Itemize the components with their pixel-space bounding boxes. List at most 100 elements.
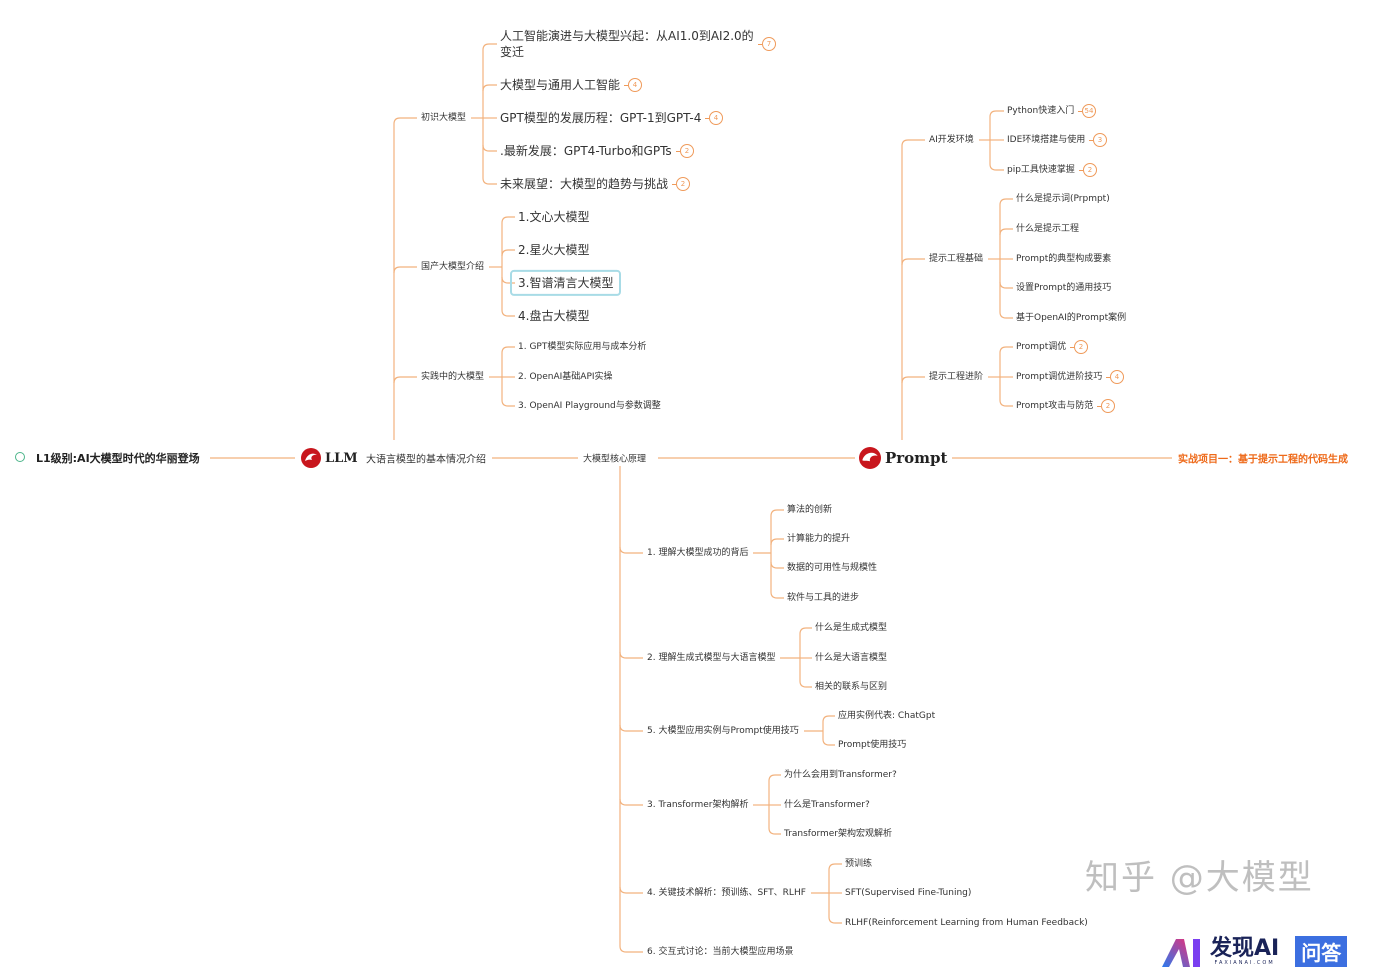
child-connector — [501, 216, 515, 224]
branch-node[interactable]: 4. 关键技术解析：预训练、SFT、RLHF — [647, 887, 806, 898]
child-node[interactable]: 未来展望：大模型的趋势与挑战 — [500, 176, 669, 191]
child-node[interactable]: GPT模型的发展历程：GPT-1到GPT-4 — [500, 110, 702, 125]
child-node[interactable]: 为什么会用到Transformer? — [784, 769, 897, 780]
child-node[interactable]: 什么是提示词(Prpmpt) — [1016, 193, 1110, 204]
llm-node[interactable]: 大语言模型的基本情况介绍 — [366, 454, 486, 466]
badge-connector — [705, 118, 709, 119]
child-connector — [989, 110, 1004, 118]
brand-ai-icon — [1162, 938, 1200, 967]
child-connector — [822, 715, 835, 723]
child-connector — [822, 738, 835, 746]
child-connector — [999, 311, 1013, 319]
count-badge[interactable]: 2 — [1074, 340, 1088, 354]
llm-logo[interactable]: LLM — [301, 448, 358, 468]
child-node[interactable]: 基于OpenAI的Prompt案例 — [1016, 312, 1127, 323]
child-connector — [999, 228, 1013, 236]
child-connector — [799, 680, 812, 688]
count-badge[interactable]: 2 — [1101, 399, 1115, 413]
child-node[interactable]: 人工智能演进与大模型兴起：从AI1.0到AI2.0的 变迁 — [500, 28, 754, 59]
child-node[interactable]: 2. OpenAI基础API实操 — [518, 371, 613, 382]
child-node[interactable]: pip工具快速掌握 — [1007, 164, 1075, 175]
child-node[interactable]: 应用实例代表: ChatGpt — [838, 710, 936, 721]
core-node[interactable]: 大模型核心原理 — [583, 454, 647, 465]
badge-connector — [1078, 111, 1082, 112]
child-connector — [501, 399, 515, 407]
branch-connector — [619, 886, 643, 894]
child-connector — [799, 627, 812, 635]
count-badge[interactable]: 4 — [628, 78, 642, 92]
child-connector — [482, 177, 497, 185]
child-node[interactable]: 3. OpenAI Playground与参数调整 — [518, 400, 661, 411]
count-badge[interactable]: 2 — [680, 144, 694, 158]
llm-logo-text: LLM — [325, 450, 358, 466]
branch-node[interactable]: 1. 理解大模型成功的背后 — [647, 547, 749, 558]
child-node[interactable]: 什么是提示工程 — [1016, 223, 1080, 234]
child-node-selected[interactable]: 3.智谱清言大模型 — [510, 269, 622, 297]
badge-connector — [1070, 347, 1074, 348]
branch-connector — [619, 798, 643, 806]
child-node[interactable]: 1.文心大模型 — [518, 209, 590, 224]
count-badge[interactable]: 4 — [1110, 370, 1124, 384]
child-node[interactable]: Python快速入门 — [1007, 105, 1075, 116]
child-node[interactable]: Prompt使用技巧 — [838, 739, 907, 750]
child-node[interactable]: 软件与工具的进步 — [787, 592, 860, 603]
branch-node[interactable]: AI开发环境 — [929, 134, 974, 145]
project-node[interactable]: 实战项目一：基于提示工程的代码生成 — [1178, 454, 1348, 466]
branch-node[interactable]: 实践中的大模型 — [421, 371, 485, 382]
branch-node[interactable]: 3. Transformer架构解析 — [647, 799, 749, 810]
child-connector — [768, 827, 781, 835]
badge-connector — [1106, 377, 1110, 378]
child-node[interactable]: 大模型与通用人工智能 — [500, 77, 621, 92]
child-node[interactable]: Transformer架构宏观解析 — [784, 828, 893, 839]
count-badge[interactable]: 2 — [1083, 163, 1097, 177]
child-node[interactable]: 相关的联系与区别 — [815, 681, 888, 692]
child-connector — [482, 84, 497, 92]
branch-node[interactable]: 提示工程基础 — [929, 253, 984, 264]
child-node[interactable]: 算法的创新 — [787, 504, 833, 515]
root-status-icon — [15, 452, 25, 462]
branch-node[interactable]: 2. 理解生成式模型与大语言模型 — [647, 652, 776, 663]
branch-connector — [393, 266, 417, 274]
llm-logo-icon — [301, 448, 321, 468]
brand-sub: FAXIANAI.COM — [1214, 959, 1275, 966]
child-node[interactable]: 2.星火大模型 — [518, 242, 590, 257]
child-node[interactable]: .最新发展：GPT4-Turbo和GPTs — [500, 143, 672, 158]
child-connector — [989, 163, 1004, 171]
branch-node[interactable]: 国产大模型介绍 — [421, 261, 485, 272]
root-node[interactable]: L1级别:AI大模型时代的华丽登场 — [36, 452, 200, 465]
branch-node[interactable]: 6. 交互式讨论：当前大模型应用场景 — [647, 946, 794, 957]
child-connector — [999, 346, 1013, 354]
count-badge[interactable]: 54 — [1082, 104, 1096, 118]
brand-name: 发现AI — [1210, 935, 1280, 961]
child-connector — [828, 916, 842, 924]
prompt-logo[interactable]: Prompt — [859, 447, 947, 469]
branch-node[interactable]: 提示工程进阶 — [929, 371, 984, 382]
child-node[interactable]: SFT(Supervised Fine-Tuning) — [845, 887, 972, 898]
child-node[interactable]: 预训练 — [845, 858, 873, 869]
child-node[interactable]: RLHF(Reinforcement Learning from Human F… — [845, 917, 1088, 928]
child-node[interactable]: 数据的可用性与规模性 — [787, 562, 878, 573]
child-node[interactable]: Prompt攻击与防范 — [1016, 400, 1094, 411]
child-connector — [770, 561, 784, 569]
child-node[interactable]: 什么是Transformer? — [784, 799, 870, 810]
count-badge[interactable]: 2 — [676, 177, 690, 191]
count-badge[interactable]: 7 — [762, 37, 776, 51]
child-node[interactable]: 计算能力的提升 — [787, 533, 851, 544]
child-node[interactable]: 4.盘古大模型 — [518, 308, 590, 323]
child-node[interactable]: Prompt调优进阶技巧 — [1016, 371, 1103, 382]
child-node[interactable]: 1. GPT模型实际应用与成本分析 — [518, 341, 647, 352]
count-badge[interactable]: 3 — [1093, 133, 1107, 147]
child-node[interactable]: 什么是大语言模型 — [815, 652, 888, 663]
count-badge[interactable]: 4 — [709, 111, 723, 125]
child-node[interactable]: IDE环境搭建与使用 — [1007, 134, 1086, 145]
child-node[interactable]: Prompt调优 — [1016, 341, 1067, 352]
brand-logo: 发现AI FAXIANAI.COM 问答 — [1160, 935, 1348, 967]
badge-connector — [1089, 140, 1093, 141]
branch-node[interactable]: 初识大模型 — [421, 112, 467, 123]
child-node[interactable]: 设置Prompt的通用技巧 — [1016, 282, 1112, 293]
branch-node[interactable]: 5. 大模型应用实例与Prompt使用技巧 — [647, 725, 799, 736]
badge-connector — [672, 184, 676, 185]
child-node[interactable]: Prompt的典型构成要素 — [1016, 253, 1112, 264]
child-node[interactable]: 什么是生成式模型 — [815, 622, 888, 633]
branch-connector — [901, 258, 925, 266]
